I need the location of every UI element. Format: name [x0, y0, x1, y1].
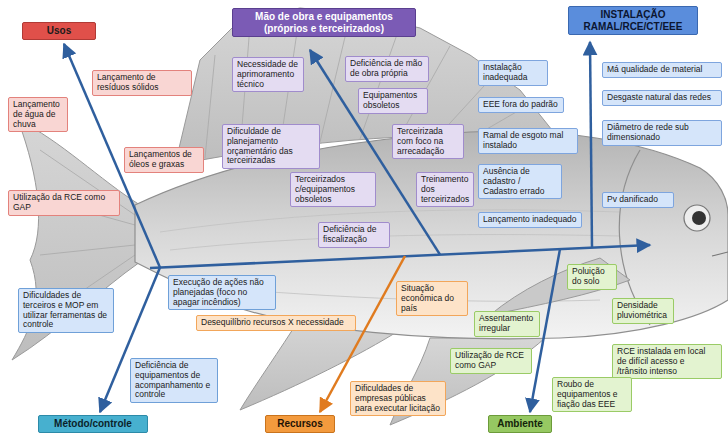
cause-box: Treinamento dos terceirizados: [416, 172, 474, 207]
cause-text: Terceirizados c/equipamentos obsoletos: [295, 175, 371, 204]
cause-box: Lançamentos de óleos e graxas: [124, 147, 204, 173]
cause-box: Execução de ações não planejadas (foco n…: [168, 275, 276, 310]
category-label: Ambiente: [493, 418, 547, 430]
cause-box: Lançamento inadequado: [478, 212, 582, 228]
cause-text: Desgaste natural das redes: [607, 93, 717, 103]
cause-box: Dificuldades de empresas públicas para e…: [350, 381, 446, 416]
cause-text: Poluição do solo: [572, 267, 612, 287]
category-label: Método/controle: [43, 418, 143, 430]
category-label: Usos: [27, 25, 91, 37]
cause-box: Equipamentos obsoletos: [358, 88, 428, 114]
cause-box: Má qualidade de material: [602, 62, 722, 78]
cause-text: Diâmetro de rede sub dimensionado: [607, 123, 717, 143]
cause-text: RCE instalada em local de difícil acesso…: [617, 347, 717, 376]
cause-box: Necessidade de aprimoramento técnico: [232, 57, 304, 92]
cause-text: Instalação inadequada: [483, 63, 543, 83]
cause-text: Má qualidade de material: [607, 65, 717, 75]
cause-box: Situação econômica do país: [396, 281, 468, 316]
cause-text: EEE fora do padrão: [483, 100, 559, 110]
category-label: Mão de obra e equipamentos (próprios e t…: [237, 11, 411, 34]
cause-box: Utilização da RCE como GAP: [8, 190, 120, 216]
cause-box: Desgaste natural das redes: [602, 90, 722, 106]
cause-text: Lançamentos de óleos e graxas: [129, 150, 199, 170]
category-label: INSTALAÇÃO RAMAL/RCE/CT/EEE: [573, 9, 693, 32]
fish-eye: [684, 205, 710, 231]
cause-box: Deficiência de fiscalização: [318, 222, 390, 248]
cause-text: Equipamentos obsoletos: [363, 91, 423, 111]
cause-text: Pv danificado: [607, 195, 669, 205]
cause-box: Ausência de cadastro / Cadastro errado: [478, 164, 562, 199]
cause-box: Assentamento irregular: [474, 311, 540, 337]
cause-box: Densidade pluviométrica: [612, 298, 674, 324]
cause-box: Utilização de RCE como GAP: [450, 348, 532, 374]
cause-text: Assentamento irregular: [479, 314, 535, 334]
cause-text: Dificuldades de empresas públicas para e…: [355, 384, 441, 413]
cause-text: Utilização da RCE como GAP: [13, 193, 115, 213]
cause-text: Roubo de equipamentos e fiação das EEE: [557, 380, 627, 409]
fish-pupil: [692, 211, 706, 225]
cause-text: Deficiência de mão de obra própria: [350, 59, 424, 79]
cause-box: Desequilíbrio recursos X necessidade: [196, 315, 356, 331]
bone-line: [590, 42, 592, 248]
category-box: Recursos: [265, 415, 335, 433]
cause-text: Ramal de esgoto mal instalado: [483, 131, 573, 151]
cause-box: Terceirizados c/equipamentos obsoletos: [290, 172, 376, 207]
cause-box: Ramal de esgoto mal instalado: [478, 128, 578, 154]
cause-text: Lançamento de resíduos sólidos: [97, 73, 187, 93]
cause-box: Poluição do solo: [567, 264, 617, 290]
cause-box: Pv danificado: [602, 192, 674, 208]
cause-text: Treinamento dos terceirizados: [421, 175, 469, 204]
cause-box: Instalação inadequada: [478, 60, 548, 86]
cause-box: Dificuldades de terceiros e MOP em utili…: [18, 288, 114, 333]
category-box: Mão de obra e equipamentos (próprios e t…: [232, 8, 416, 37]
cause-box: Lançamento de água de chuva: [8, 97, 68, 132]
cause-text: Utilização de RCE como GAP: [455, 351, 527, 371]
cause-box: Diâmetro de rede sub dimensionado: [602, 120, 722, 146]
cause-text: Desequilíbrio recursos X necessidade: [201, 318, 351, 328]
cause-box: Deficiência de mão de obra própria: [345, 56, 429, 82]
cause-box: EEE fora do padrão: [478, 97, 564, 113]
fish-mouth: [712, 252, 728, 256]
cause-text: Deficiência de fiscalização: [323, 225, 385, 245]
category-label: Recursos: [270, 418, 330, 430]
cause-box: RCE instalada em local de difícil acesso…: [612, 344, 722, 379]
cause-box: Deficiência de equipamentos de acompanha…: [130, 358, 218, 403]
cause-text: Lançamento inadequado: [483, 215, 577, 225]
cause-text: Terceirizada com foco na arrecadação: [397, 127, 459, 156]
cause-text: Execução de ações não planejadas (foco n…: [173, 278, 271, 307]
fish-tail: [12, 120, 140, 360]
cause-text: Deficiência de equipamentos de acompanha…: [135, 361, 213, 400]
category-box: Usos: [22, 22, 96, 40]
cause-text: Densidade pluviométrica: [617, 301, 669, 321]
cause-text: Necessidade de aprimoramento técnico: [237, 60, 299, 89]
cause-box: Dificuldade de planejamento orçamentário…: [222, 124, 320, 169]
cause-text: Lançamento de água de chuva: [13, 100, 63, 129]
category-box: Ambiente: [488, 415, 552, 433]
category-box: INSTALAÇÃO RAMAL/RCE/CT/EEE: [568, 6, 698, 35]
pectoral-fin: [490, 258, 630, 315]
cause-text: Dificuldades de terceiros e MOP em utili…: [23, 291, 109, 330]
cause-text: Situação econômica do país: [401, 284, 463, 313]
cause-box: Terceirizada com foco na arrecadação: [392, 124, 464, 159]
cause-text: Dificuldade de planejamento orçamentário…: [227, 127, 315, 166]
cause-box: Lançamento de resíduos sólidos: [92, 70, 192, 96]
category-box: Método/controle: [38, 415, 148, 433]
cause-text: Ausência de cadastro / Cadastro errado: [483, 167, 557, 196]
cause-box: Roubo de equipamentos e fiação das EEE: [552, 377, 632, 412]
